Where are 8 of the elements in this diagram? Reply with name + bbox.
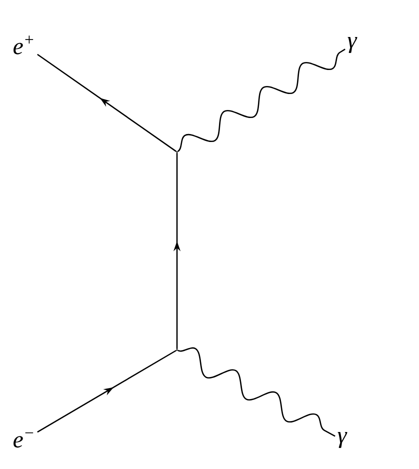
particle-label: e$^{−}$	[14, 432, 34, 448]
photon-line	[177, 48, 346, 152]
particle-label: e$^{+}$	[14, 36, 34, 54]
photon-line	[178, 347, 336, 437]
particle-label: γ	[348, 36, 358, 54]
fermion-line	[37, 350, 176, 433]
particle-label: γ	[338, 432, 348, 448]
fermion-line	[37, 54, 177, 152]
